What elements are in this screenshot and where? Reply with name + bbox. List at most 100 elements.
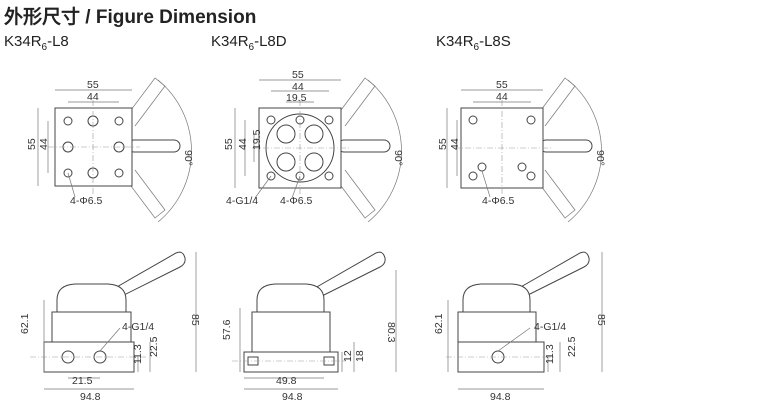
mount-hole <box>63 116 73 126</box>
dim-hole: 4-Φ6.5 <box>70 195 102 207</box>
top-view-l8s: 55 44 55 44 90° 4-Φ6.5 <box>437 77 606 223</box>
side-view-l8: 62.1 85 4-G1/4 22.5 11.3 21.5 94.8 <box>19 251 201 403</box>
handle-main <box>127 139 181 153</box>
dim-total: 80.3 <box>385 322 397 343</box>
dim-port: 4-G1/4 <box>534 321 566 333</box>
dim-pitch: 21.5 <box>72 375 93 387</box>
leader-line <box>497 327 531 352</box>
model-base: K34R <box>436 33 474 50</box>
model-suffix: -L8D <box>254 33 287 50</box>
port-hole <box>276 152 296 172</box>
dim-width: 94.8 <box>490 391 511 403</box>
handle-ghost-down <box>334 169 376 219</box>
mount-hole <box>266 115 276 125</box>
dim-height-44: 44 <box>449 138 461 150</box>
mount-hole <box>324 115 334 125</box>
model-label-l8d: K34R6-L8D <box>211 33 287 53</box>
model-label-l8: K34R6-L8 <box>4 33 69 53</box>
model-sub: 6 <box>41 42 48 53</box>
mount-hole <box>114 168 124 178</box>
mount-hole <box>266 171 276 181</box>
dim-angle: 90° <box>594 150 606 166</box>
handle-lever <box>307 251 386 301</box>
leader-line <box>481 170 491 198</box>
body-mid <box>457 311 537 343</box>
leader-line <box>99 327 121 352</box>
handle-ghost-down <box>534 169 576 219</box>
dim-width-55: 55 <box>496 79 508 91</box>
dim-p1: 18 <box>354 350 366 362</box>
mount-hole <box>324 171 334 181</box>
dim-width: 94.8 <box>80 391 101 403</box>
mount-hole <box>526 115 536 125</box>
page-title: 外形尺寸 / Figure Dimension <box>4 7 257 28</box>
handle-ghost-down <box>124 169 166 219</box>
handle-lever <box>107 251 186 301</box>
top-view-l8d: 55 44 19.5 55 44 19.5 90° 4-G1/4 4-Φ6.5 <box>223 69 404 223</box>
dim-width-55: 55 <box>292 69 304 81</box>
dim-port: 4-G1/4 <box>226 195 258 207</box>
dim-p1: 22.5 <box>566 336 578 357</box>
dim-height-55: 55 <box>223 138 235 150</box>
dim-height: 62.1 <box>433 313 445 334</box>
sweep-arc <box>567 79 602 223</box>
dim-p2: 11.3 <box>544 344 556 364</box>
dim-height: 57.6 <box>221 319 233 340</box>
dim-pitch: 49.8 <box>276 375 297 387</box>
dim-width: 94.8 <box>282 391 303 403</box>
dim-angle: 90° <box>392 150 404 166</box>
handle-main <box>337 139 391 153</box>
side-view-l8d: 57.6 80.3 12 18 49.8 94.8 <box>221 251 397 403</box>
handle-ghost-up <box>334 77 376 127</box>
dim-hole: 4-Φ6.5 <box>482 195 514 207</box>
model-suffix: -L8 <box>47 33 69 50</box>
dim-height-19-5: 19.5 <box>251 129 263 150</box>
port-hole <box>517 162 527 172</box>
cap-dome <box>462 283 531 313</box>
port-hole <box>304 124 324 144</box>
handle-lever <box>511 251 590 301</box>
side-view-l8s: 62.1 85 4-G1/4 22.5 11.3 94.8 <box>433 251 607 403</box>
dim-width-19-5: 19.5 <box>286 92 307 104</box>
mount-hole <box>526 171 536 181</box>
mount-hole <box>468 115 478 125</box>
handle-ghost-up <box>534 77 576 127</box>
leader-line <box>67 172 76 198</box>
model-label-l8s: K34R6-L8S <box>436 33 511 53</box>
dim-height-55: 55 <box>437 138 449 150</box>
dim-height-55: 55 <box>26 138 38 150</box>
port-hole <box>276 124 296 144</box>
body-mid <box>251 311 331 353</box>
mount-hole <box>114 116 124 126</box>
dim-height-44: 44 <box>38 138 50 150</box>
dim-p1: 22.5 <box>148 336 160 357</box>
dim-width-44: 44 <box>292 81 304 93</box>
top-view-l8: 55 44 55 44 90° 4-Φ6.5 <box>26 77 194 223</box>
mount-hole <box>63 168 73 178</box>
dim-height: 62.1 <box>19 313 31 334</box>
port-hole <box>304 152 324 172</box>
dim-p2: 11.3 <box>132 344 144 364</box>
leader-line <box>291 175 301 199</box>
body-mid <box>51 311 132 343</box>
mount-hole <box>468 171 478 181</box>
cap-dome <box>256 283 325 313</box>
dim-width-55: 55 <box>87 79 99 91</box>
body-base <box>243 351 339 373</box>
model-suffix: -L8S <box>479 33 511 50</box>
model-sub: 6 <box>473 42 480 53</box>
sweep-arc <box>157 79 192 223</box>
dim-total: 85 <box>595 314 607 326</box>
dim-angle: 90° <box>182 150 194 166</box>
dim-width-44: 44 <box>87 91 99 103</box>
handle-main <box>539 139 593 153</box>
leader-line <box>254 175 272 199</box>
dim-height-44: 44 <box>237 138 249 150</box>
sweep-arc <box>367 79 402 223</box>
dim-total: 85 <box>189 314 201 326</box>
dim-p2: 12 <box>342 350 354 362</box>
model-base: K34R <box>4 33 42 50</box>
handle-ghost-up <box>124 77 166 127</box>
dim-port: 4-G1/4 <box>122 321 154 333</box>
